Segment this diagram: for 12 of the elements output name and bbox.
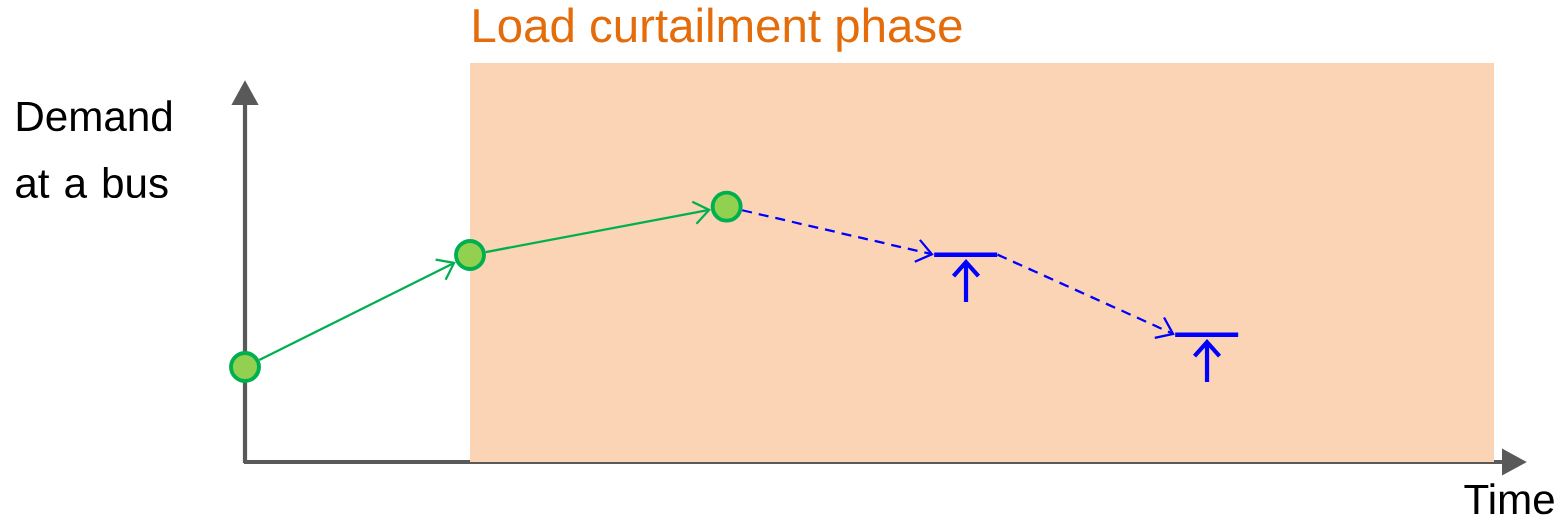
axis-label: Time	[1464, 483, 1554, 515]
limit-bar	[934, 252, 998, 257]
data-point	[710, 190, 743, 223]
arrow	[258, 258, 456, 361]
band-title: Load curtailment phase	[474, 7, 962, 52]
data-point	[454, 239, 486, 271]
arrow	[997, 253, 1175, 340]
arrow	[485, 200, 711, 254]
limit-bar	[1175, 332, 1239, 337]
axis-label: Demand at a bus	[16, 100, 171, 199]
arrow	[741, 209, 934, 263]
data-point	[229, 351, 261, 383]
